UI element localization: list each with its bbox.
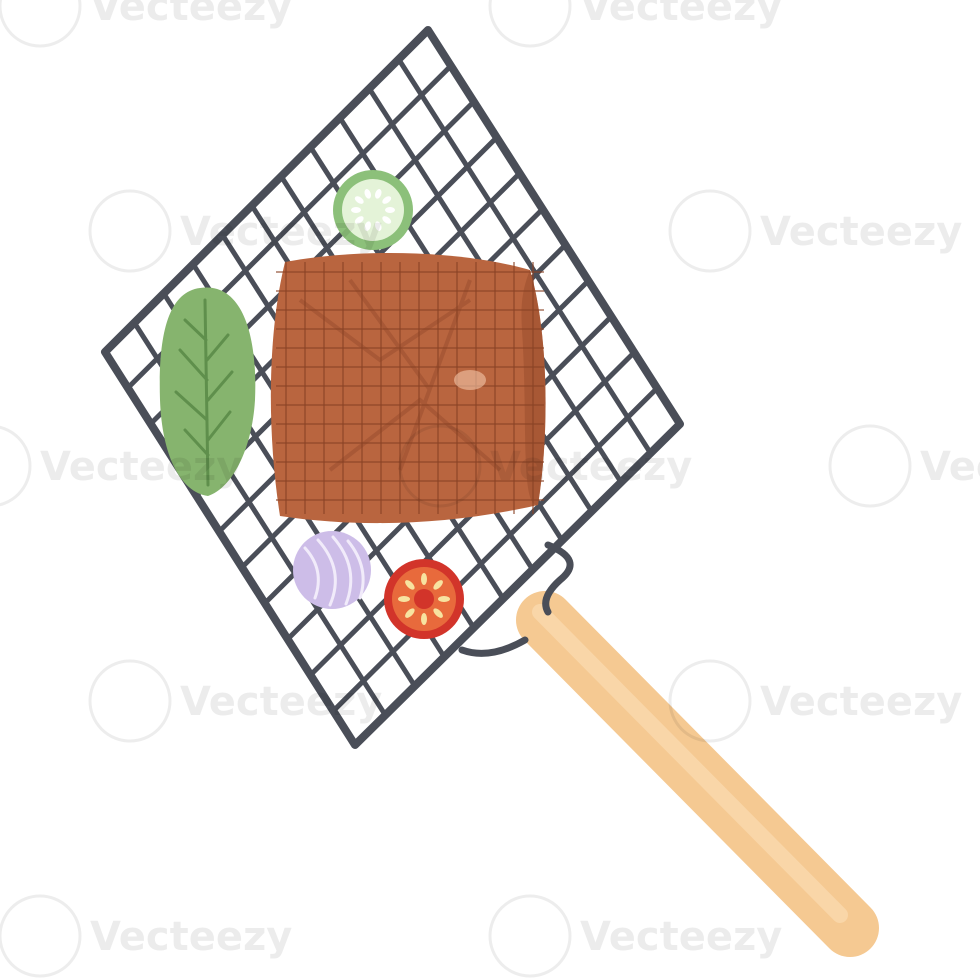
watermark: Vecteezy <box>488 894 782 978</box>
watermark-text: Vecteezy <box>580 0 782 30</box>
grill-wire <box>332 386 659 712</box>
watermark: Vecteezy <box>668 189 962 273</box>
wooden-handle-icon <box>516 591 879 957</box>
tomato-seed <box>421 613 427 625</box>
vecteezy-logo-icon <box>88 189 172 273</box>
watermark: Vecteezy <box>0 894 292 978</box>
watermark-text: Vecteezy <box>580 914 782 960</box>
handle-wire-icon <box>458 541 574 657</box>
cucumber-seed <box>382 196 392 204</box>
tomato-seed <box>433 580 443 590</box>
watermark-text: Vecteezy <box>180 679 382 725</box>
tomato-slice-icon <box>384 559 464 639</box>
vecteezy-logo-icon <box>488 0 572 48</box>
cucumber-seed <box>354 216 364 224</box>
watermark-text: Vecteezy <box>90 914 292 960</box>
watermark: Vecteezy <box>88 659 382 743</box>
tomato-seed <box>433 608 443 618</box>
watermark: Vecteezy <box>488 0 782 48</box>
watermark: Vecteezy <box>0 0 292 48</box>
watermark: Vecteezy <box>0 425 242 507</box>
cucumber-seed <box>382 216 392 224</box>
vecteezy-logo-icon <box>488 894 572 978</box>
cucumber-seed <box>364 188 371 199</box>
tomato-seed <box>398 596 410 602</box>
watermark: Vecteezy <box>828 424 980 508</box>
cucumber-seed <box>385 207 395 213</box>
watermark-text: Vecteezy <box>920 444 980 490</box>
tomato-seed <box>405 608 415 618</box>
tomato-seed <box>438 596 450 602</box>
cucumber-slice-icon <box>333 170 413 250</box>
watermark: Vecteezy <box>398 424 692 508</box>
vecteezy-logo-icon <box>88 659 172 743</box>
tomato-seed <box>421 573 427 585</box>
vecteezy-logo-icon <box>828 424 912 508</box>
watermark-text: Vecteezy <box>180 209 382 255</box>
grill-wire <box>396 57 653 455</box>
lettuce-icon <box>159 287 256 496</box>
tomato-seed <box>405 580 415 590</box>
cucumber-seed <box>375 188 382 199</box>
vecteezy-logo-icon <box>0 425 32 507</box>
watermark: Vecteezy <box>668 659 962 743</box>
watermark: Vecteezy <box>88 189 382 273</box>
cucumber-seed <box>351 207 361 213</box>
watermark-text: Vecteezy <box>40 444 242 490</box>
steak-icon <box>270 252 546 524</box>
onion-icon <box>293 531 371 609</box>
vecteezy-logo-icon <box>0 0 82 48</box>
watermark-text: Vecteezy <box>90 0 292 30</box>
cucumber-seed <box>354 196 364 204</box>
grill-frame <box>101 26 684 749</box>
vecteezy-logo-icon <box>668 189 752 273</box>
watermark-text: Vecteezy <box>490 444 692 490</box>
vecteezy-logo-icon <box>398 424 482 508</box>
cucumber-seed <box>375 221 382 232</box>
watermark-text: Vecteezy <box>760 679 962 725</box>
vecteezy-logo-icon <box>0 894 82 978</box>
watermark-text: Vecteezy <box>760 209 962 255</box>
vecteezy-logo-icon <box>668 659 752 743</box>
cucumber-seed <box>364 221 371 232</box>
